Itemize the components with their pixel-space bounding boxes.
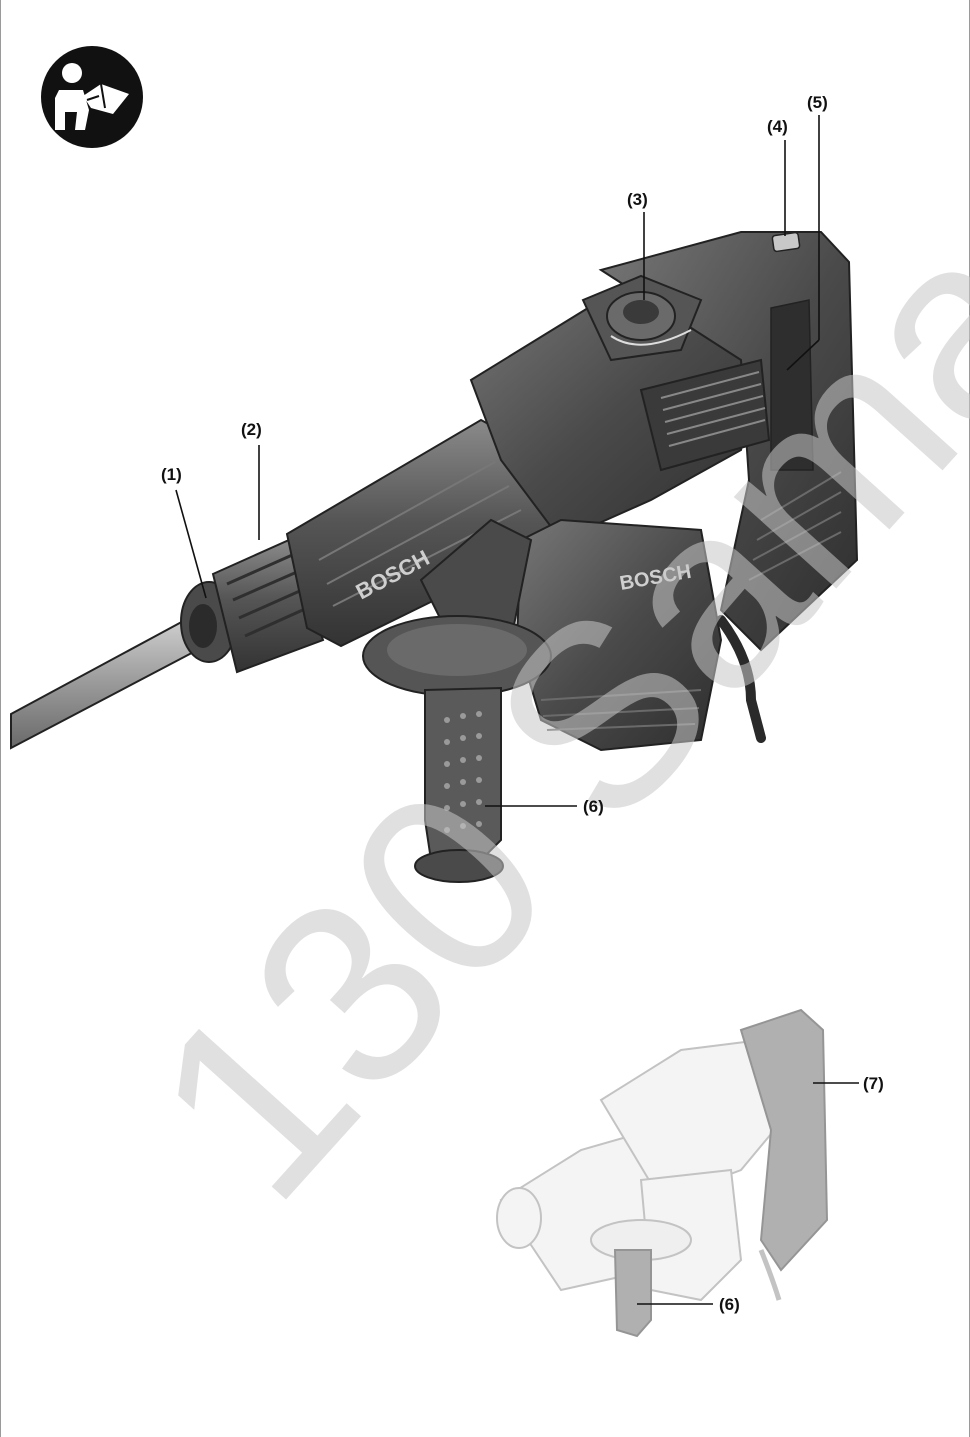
callout-2: (2) [241,420,262,439]
aux-handle-highlight [613,1249,652,1338]
callout-1: (1) [161,465,182,484]
callout-3: (3) [627,190,648,209]
callout-7: (7) [863,1074,884,1093]
demolition-hammer-illustration: BOSCH BOSCH [10,231,859,883]
callout-4: (4) [767,117,788,136]
impact-adjust-dial [581,274,703,362]
callout-6: (6) [583,797,604,816]
hammer-small-view [496,1008,829,1338]
callout-6-small-view: (6) [719,1295,740,1314]
power-cable [716,615,766,743]
callout-5: (5) [807,93,828,112]
anti-vibration-handle-highlight [739,1008,829,1272]
callout-leaders [175,115,820,807]
read-manual-icon [41,46,143,148]
on-off-switch [771,231,801,253]
chisel-rod [10,616,207,750]
